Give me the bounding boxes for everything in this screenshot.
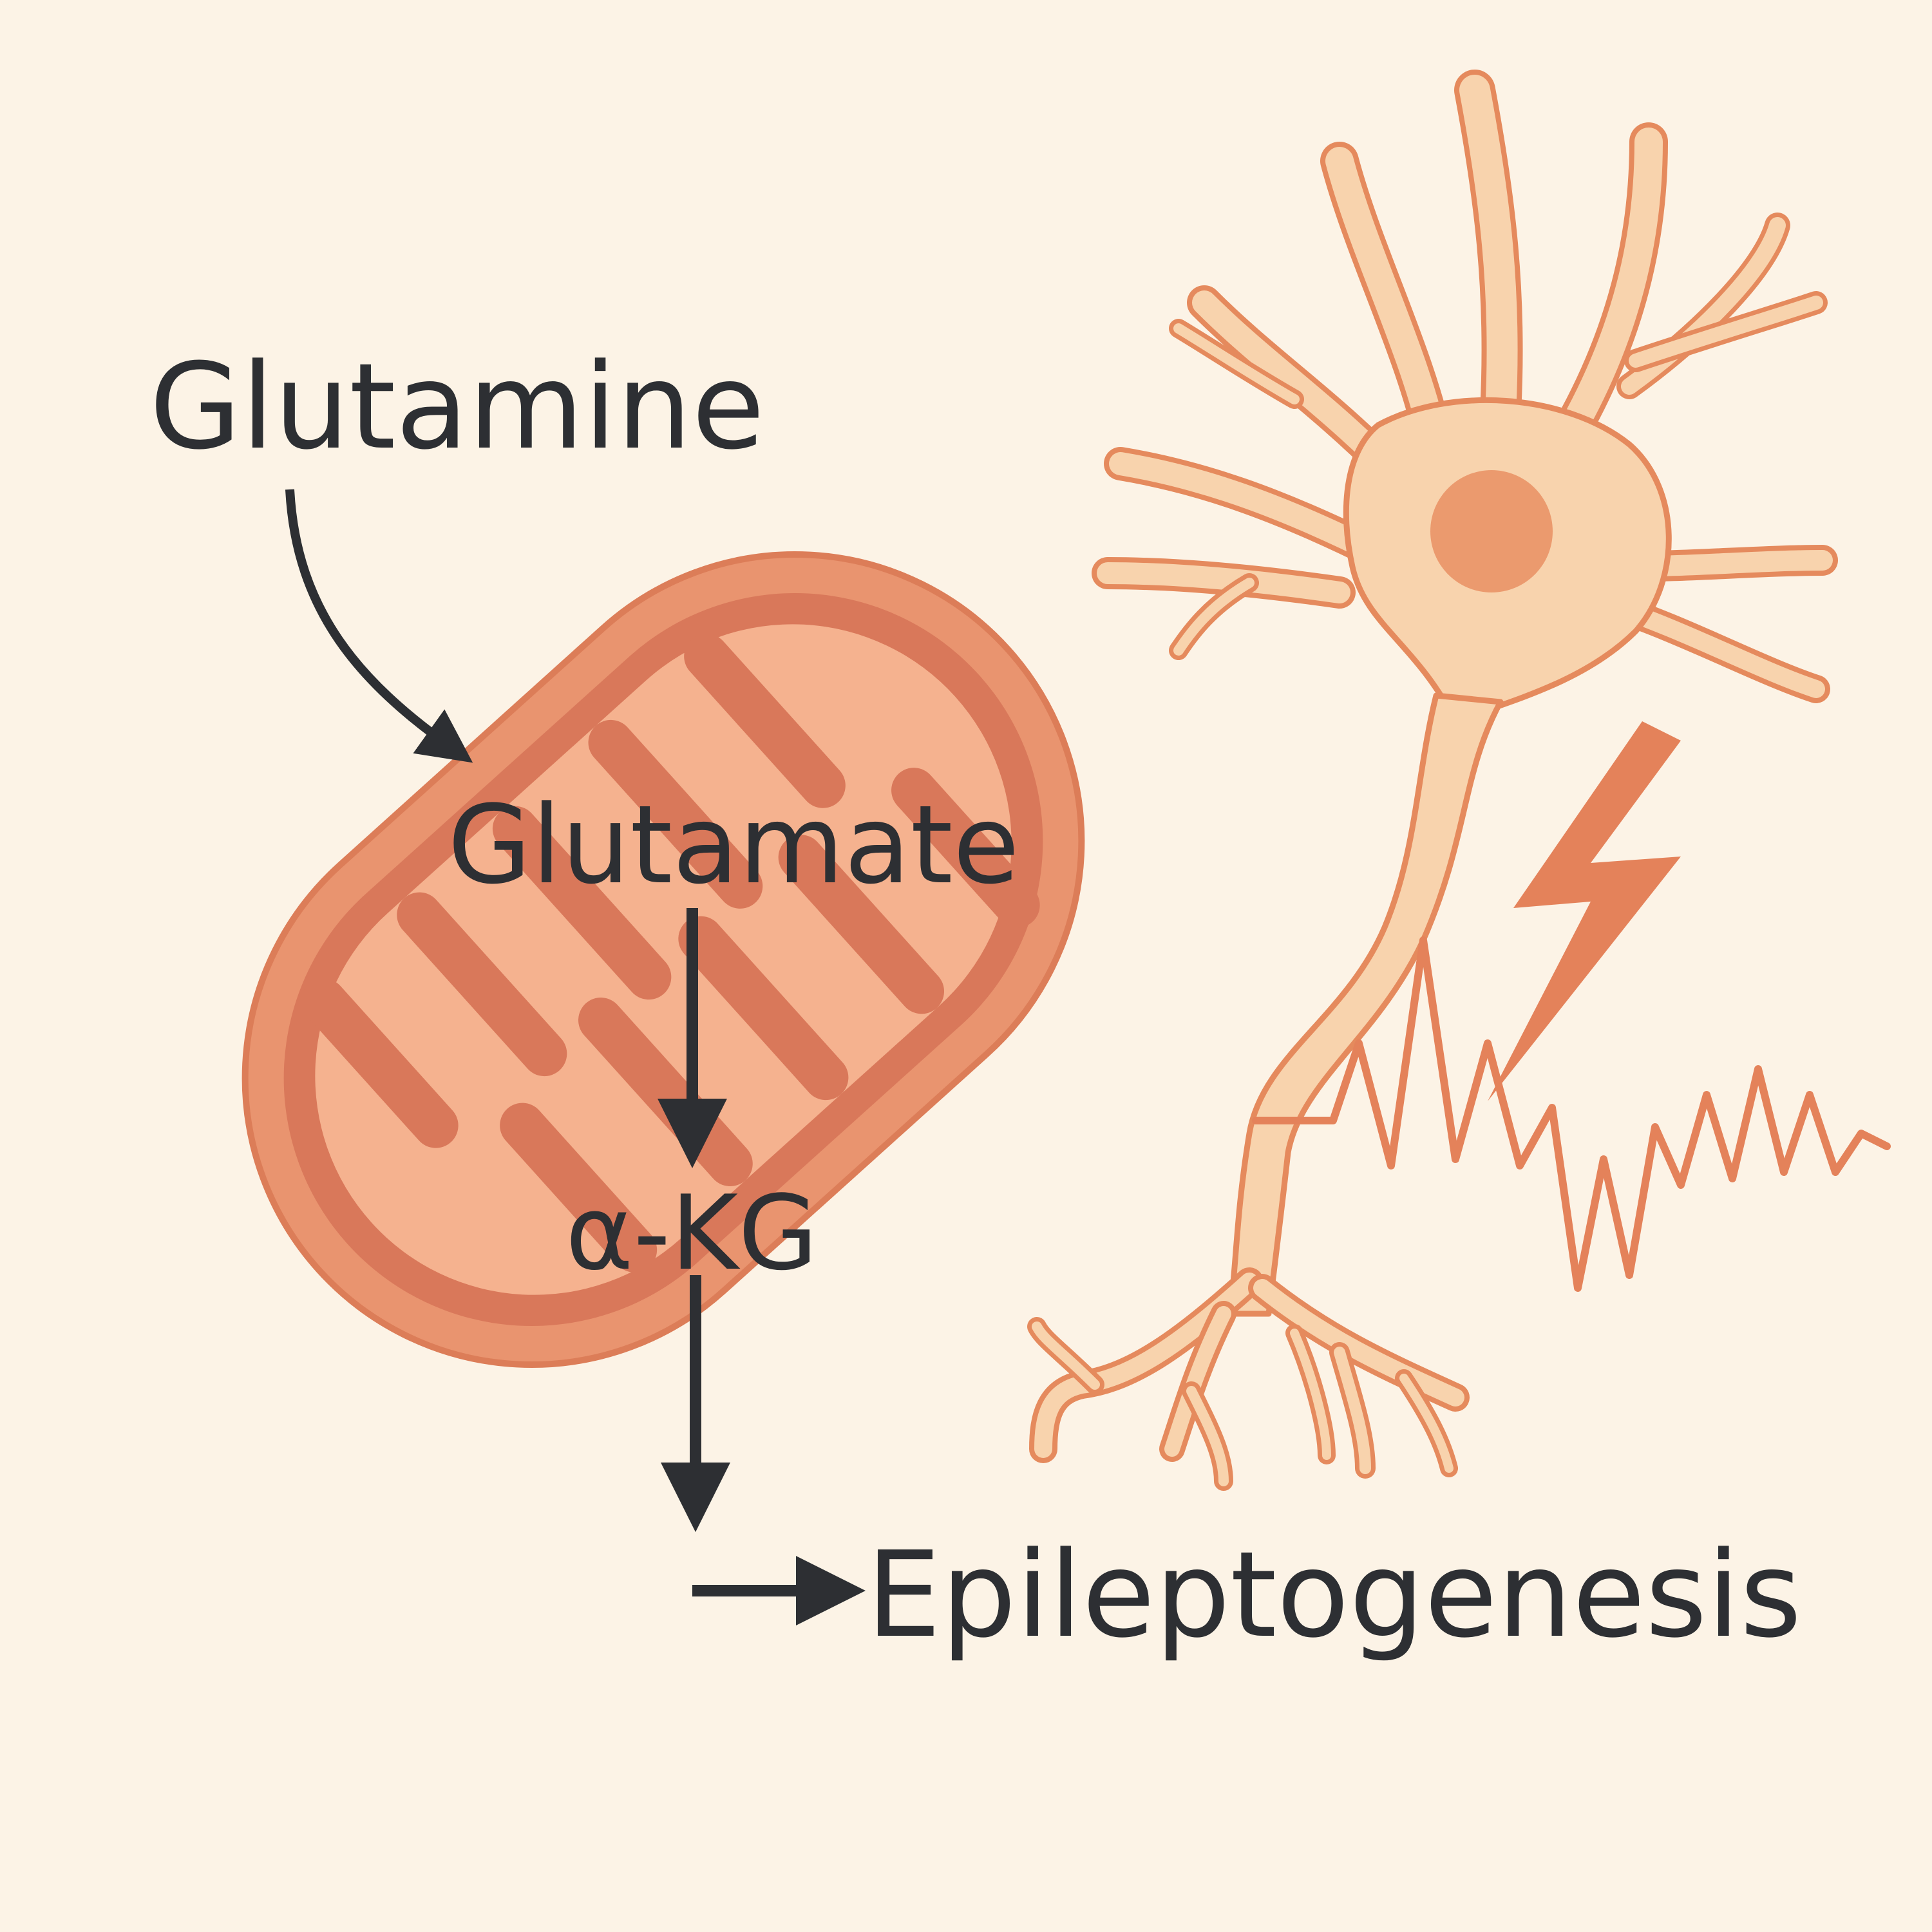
arrow-glutamine-to-glutamate <box>285 489 473 763</box>
lightning-bolt-icon <box>1488 721 1681 1101</box>
label-epileptogenesis: Epileptogenesis <box>866 1526 1802 1664</box>
pathway-arrows <box>285 489 866 1625</box>
neuron-icon <box>1027 70 1838 1491</box>
label-alpha-kg: α-KG <box>565 1173 819 1293</box>
label-glutamine: Glutamine <box>149 338 765 476</box>
label-glutamate: Glutamate <box>448 782 1019 908</box>
eeg-spike-trace-icon <box>1252 936 1891 1292</box>
